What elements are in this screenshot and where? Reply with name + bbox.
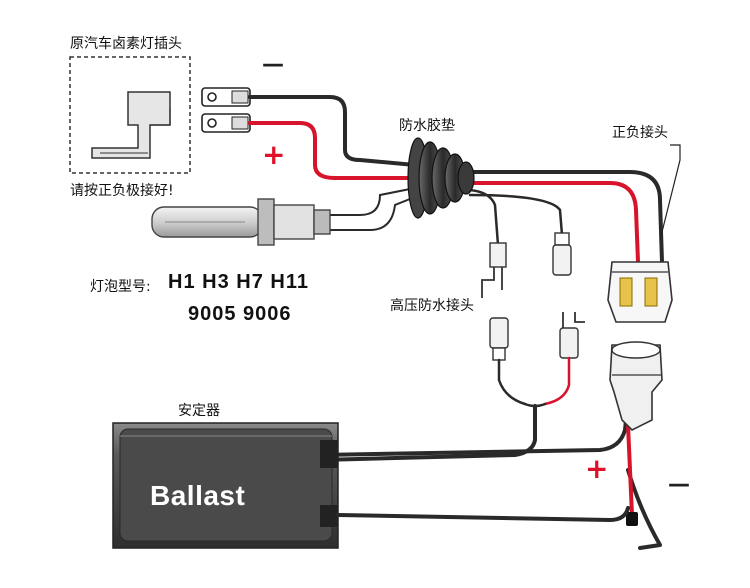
- grommet-label: 防水胶垫: [399, 118, 455, 134]
- hv-connector-upper-right: [552, 232, 572, 276]
- ballast-brand-label: Ballast: [150, 480, 246, 511]
- ballast-unit: [112, 422, 339, 549]
- hv-to-ballast-wires: [318, 356, 571, 462]
- plus-sign-bottom: +: [585, 452, 609, 485]
- halogen-socket-label: 原汽车卤素灯插头: [70, 36, 182, 52]
- hv-connector-lower-right: [559, 312, 585, 359]
- minus-sign-bottom: —: [668, 472, 690, 497]
- positive-ring-terminal: [201, 113, 251, 133]
- minus-sign-top: —: [262, 52, 284, 77]
- plus-sign-top: +: [262, 138, 286, 171]
- bulb-types-label: 灯泡型号:: [90, 279, 151, 295]
- negative-ring-terminal: [201, 87, 251, 107]
- hv-connector-upper-left: [481, 242, 507, 298]
- polarity-note: 请按正负极接好!: [70, 183, 174, 199]
- wire-splice: [626, 512, 638, 526]
- hid-bulb: [151, 198, 331, 246]
- hv-connector-lower-left: [489, 317, 509, 361]
- connector-leader-line: [659, 144, 681, 241]
- bulb-types-row1: H1 H3 H7 H11: [168, 271, 309, 293]
- ballast-title: 安定器: [178, 403, 220, 419]
- connector-label: 正负接头: [612, 125, 668, 141]
- rubber-grommet: [407, 137, 475, 219]
- hv-wires: [468, 188, 564, 247]
- positive-wires: [248, 121, 640, 517]
- halogen-socket-box: [69, 56, 191, 174]
- ballast-lower-lead: [336, 506, 630, 523]
- hv-connector-label: 高压防水接头: [390, 298, 474, 314]
- power-connector-male: [609, 341, 663, 431]
- bulb-types-row2: 9005 9006: [188, 303, 292, 325]
- bulb-wires: [329, 187, 421, 231]
- power-connector-female: [607, 261, 673, 323]
